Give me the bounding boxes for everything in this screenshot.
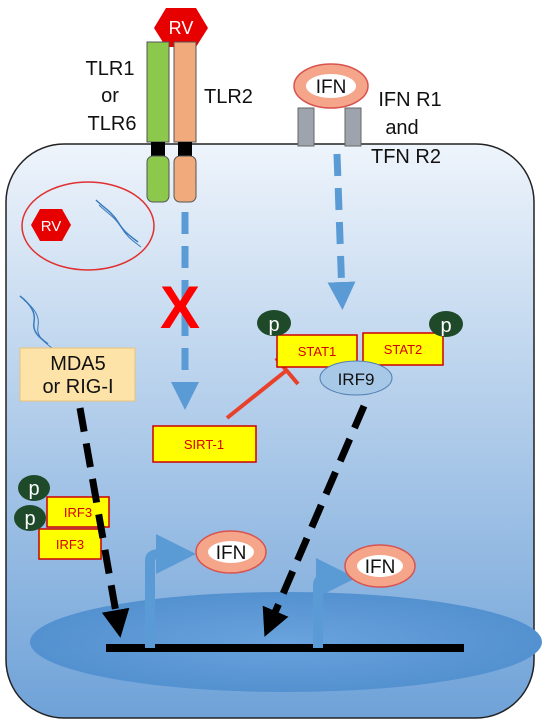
virus-label-cell: RV [41,218,62,235]
tlr-left-extracellular [146,41,170,143]
stat2-phospho [429,311,463,337]
ifn-core-top [306,74,356,98]
sensor-to-nucleus-arrow [76,407,130,638]
irf3a-phospho-label: p [28,478,39,500]
tlr-right-label: TLR2 [204,86,253,108]
nucleus [30,592,542,692]
tlr-left-intracellular [146,155,170,203]
tlr-right-intracellular [173,155,197,203]
irf3a-phospho [18,475,50,501]
transcription-arrow-right [313,558,356,648]
endosome [21,181,155,271]
stat1-phospho-label: p [268,314,279,336]
ifn-core-right [357,555,403,577]
virus-icon [154,8,208,47]
inhibition-line [225,368,289,420]
tlr-right-tm [178,142,192,156]
stat1-phospho [257,310,291,336]
sirt1-label: SIRT-1 [184,437,224,452]
sensor-label-1: MDA5 [50,353,106,375]
irf3-label-a: IRF3 [64,505,92,520]
irf9-label: IRF9 [338,370,375,389]
tlr-left-label-1: TLR1 [86,58,135,80]
irf3-box-b [38,528,102,560]
tlr-right-extracellular [173,41,197,143]
ifn-label-left: IFN [216,543,247,564]
irf3b-phospho [14,505,46,531]
irf3-label-b: IRF3 [56,537,84,552]
ifn-core-left [208,541,254,563]
ifn-receptor-label-1: IFN R1 [378,89,441,111]
ifn-receptor-label-3: TFN R2 [371,146,441,168]
tlr-left-label-2: or [101,85,119,107]
ifn-receptor-right [344,107,362,147]
ifn-receptor-left [297,107,315,147]
stat2-box [362,332,444,366]
stat2-phospho-label: p [440,315,451,337]
viral-rna-endosome [95,199,139,243]
isgf3-to-nucleus-arrow [262,404,368,637]
ifn-signal-arrow [327,153,356,310]
irf3b-phospho-label: p [24,508,35,530]
viral-rna-endosome-2 [98,204,142,248]
sirt1-box [152,425,257,463]
sensor-label-2: or RIG-I [42,376,113,398]
transcription-arrow-left [145,534,196,648]
ifn-receptor-label-2: and [385,117,418,139]
virus-cell-icon [31,209,71,241]
stat2-label: STAT2 [384,342,423,357]
stat1-label: STAT1 [298,344,337,359]
viral-rna-cytoplasm-2 [23,299,53,349]
block-mark: X [160,274,200,341]
irf9-ellipse [319,360,393,396]
tlr-left-label-3: TLR6 [88,113,137,135]
tlr-left-tm [151,142,165,156]
sensor-box [19,347,136,402]
virus-label-top: RV [169,18,194,38]
ifn-label-right: IFN [365,557,396,578]
ifn-label-top: IFN [316,77,347,98]
